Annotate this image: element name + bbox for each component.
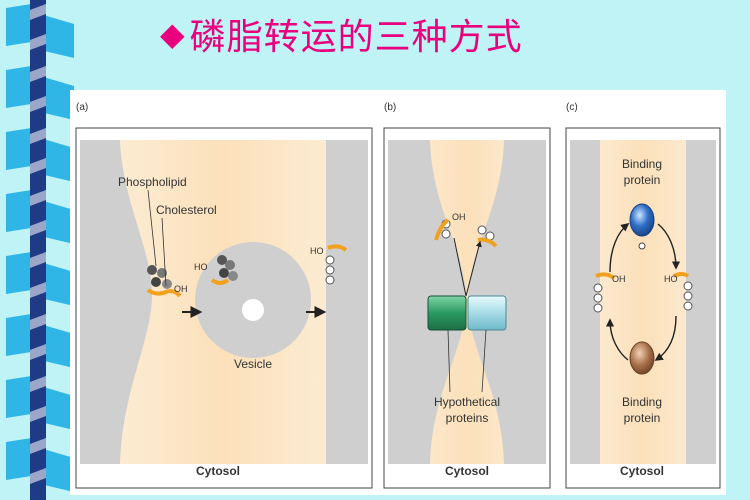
- panel-c-right-membrane: [686, 140, 716, 464]
- panel-b-path-right: [465, 240, 482, 297]
- panel-a-lipid-cluster-vesicle: [210, 255, 238, 285]
- panel-b-pointer-cyan: [481, 329, 487, 393]
- panel-c-binding-bottom-line1: Binding: [622, 395, 662, 409]
- panel-b: (b) OH: [383, 102, 551, 489]
- panel-a: (a): [75, 102, 373, 489]
- panel-b-cytosol-label: Cytosol: [445, 464, 489, 478]
- panel-b-right-membrane: [468, 140, 546, 464]
- panel-a-cholesterol-pointer: [161, 217, 167, 287]
- panel-a-tag: (a): [76, 102, 88, 113]
- panel-a-vesicle-lumen: [242, 299, 264, 321]
- panel-a-cholesterol-label: Cholesterol: [156, 203, 217, 217]
- panel-c-arrow-up: [609, 222, 630, 273]
- panel-a-vesicle-label: Vesicle: [234, 357, 272, 371]
- panel-c-left-membrane: [570, 140, 600, 464]
- panel-c-binding-bottom-line2: protein: [624, 411, 661, 425]
- panel-a-right-membrane: [326, 140, 368, 464]
- panel-a-oh-label: OH: [174, 284, 188, 294]
- panel-b-protein-green: [427, 295, 467, 331]
- panel-c: (c): [565, 102, 721, 489]
- slide-title: ◆ 磷脂转运的三种方式: [160, 6, 640, 62]
- panel-c-cytosol-label: Cytosol: [620, 464, 664, 478]
- panel-c-binding-top-line1: Binding: [622, 157, 662, 171]
- panel-a-lipid-cluster-left: [146, 265, 182, 298]
- panel-b-left-membrane: [388, 140, 466, 464]
- panel-a-lipid-cluster-right: [325, 244, 348, 285]
- panel-c-ho-label: HO: [664, 274, 678, 284]
- panel-b-pointer-green: [447, 329, 451, 393]
- panel-c-tag: (c): [566, 102, 578, 113]
- diamond-bullet-icon: ◆: [160, 15, 186, 53]
- panel-b-protein-cyan: [467, 295, 507, 331]
- panel-a-cytosol-label: Cytosol: [196, 464, 240, 478]
- panel-c-binding-top-line2: protein: [624, 173, 661, 187]
- panel-c-bound-lipid-top: [638, 242, 646, 250]
- panel-c-lipid-stack-left: [593, 272, 616, 313]
- panel-c-binding-protein-top: [629, 203, 655, 237]
- panel-c-oh-label: OH: [612, 274, 626, 284]
- panel-a-phospholipid-label: Phospholipid: [118, 175, 187, 189]
- figure-canvas: (a): [75, 102, 721, 489]
- panel-b-hypothetical-label: Hypothetical: [434, 395, 500, 409]
- panel-b-tag: (b): [384, 102, 396, 113]
- panel-c-arrow-down: [654, 315, 677, 361]
- panel-a-ho-right-label: HO: [310, 246, 324, 256]
- panel-a-left-membrane: [80, 140, 152, 464]
- panel-c-arrow-left-up: [605, 318, 629, 361]
- panel-c-arrow-right-down: [657, 223, 681, 270]
- panel-b-lipid-right: [477, 225, 498, 248]
- panel-a-ho-vesicle-label: HO: [194, 262, 208, 272]
- panel-b-oh-label: OH: [452, 212, 466, 222]
- panel-a-phospholipid-pointer: [147, 189, 157, 267]
- panel-b-proteins-label: proteins: [446, 411, 489, 425]
- panel-c-lipid-stack-right: [673, 272, 693, 311]
- panel-b-path-left: [453, 237, 467, 297]
- phospholipid-transport-figure: (a): [70, 90, 726, 495]
- panel-b-lipid-left: [434, 218, 451, 241]
- slide-title-text: 磷脂转运的三种方式: [189, 17, 523, 58]
- panel-c-binding-protein-bottom: [629, 341, 655, 375]
- decorative-ribbon: [0, 0, 78, 500]
